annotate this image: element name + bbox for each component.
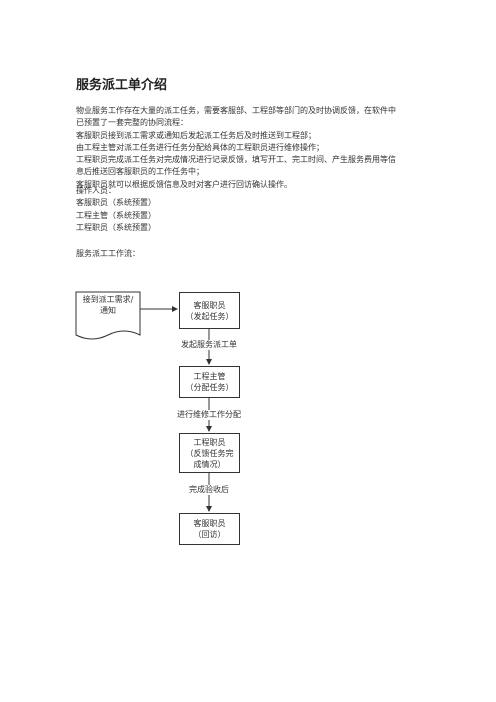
operators-section: 操作人员： 客服职员（系统预置） 工程主管（系统预置） 工程职员（系统预置） [76,185,426,234]
edge-label-accept: 完成验收后 [189,485,229,495]
intro-line: 物业服务工作存在大量的派工任务，需要客服部、工程部等部门的及时协调反馈，在软件中 [76,106,396,115]
flow-step-line: （回访） [193,530,226,539]
document-node: 接到派工需求/ 通知 [77,295,139,316]
flow-step-cs-initiate: 客服职员 （发起任务） [179,292,240,329]
intro-line: 客服职员接到派工需求或通知后发起派工任务后及时推送到工程部； [76,130,316,140]
flow-step-line: 客服职员 [193,300,226,310]
flow-step-line: （发起任务） [185,311,234,321]
flow-step-line: 客服职员 [193,519,226,528]
flow-step-line: （反馈任务完 [185,448,234,458]
document-node-line: 接到派工需求/ [82,295,134,304]
page-title: 服务派工单介绍 [76,78,168,93]
document-node-shape [75,291,141,340]
operators-heading: 操作人员： [76,186,116,195]
edge-label-assign: 进行维修工作分配 [177,410,241,420]
edge-label-dispatch: 发起服务派工单 [181,340,237,350]
intro-line: 息后推送回客服职员的工作任务中； [76,167,204,177]
intro-line: 已预置了一套完整的协同流程： [76,118,188,128]
workflow-heading: 服务派工工作流： [76,249,140,258]
operator-item: 工程主管（系统预置） [76,210,156,220]
flow-step-line: 工程主管 [193,372,226,381]
flow-step-line: （分配任务） [185,383,234,392]
operator-item: 客服职员（系统预置） [76,198,156,208]
flow-step-eng-staff: 工程职员 （反馈任务完 成情况） [179,433,240,473]
flow-step-eng-supervisor: 工程主管 （分配任务） [179,366,240,398]
flow-step-line: 工程职员 [193,437,226,447]
flow-step-line: 成情况） [193,459,226,469]
intro-line: 工程职员完成派工任务对完成情况进行记录反馈，填写开工、完工时间、产生服务费用等信 [76,155,396,165]
document-node-line: 通知 [100,305,116,315]
operator-item: 工程职员（系统预置） [76,222,156,232]
intro-line: 由工程主管对派工任务进行任务分配给具体的工程职员进行维修操作； [76,142,324,152]
intro-paragraph: 物业服务工作存在大量的派工任务，需要客服部、工程部等部门的及时协调反馈，在软件中… [76,105,426,191]
flow-step-cs-followup: 客服职员 （回访） [179,513,240,545]
intro-line: 客服职员就可以根据反馈信息及时对客户进行回访确认操作。 [76,179,292,189]
